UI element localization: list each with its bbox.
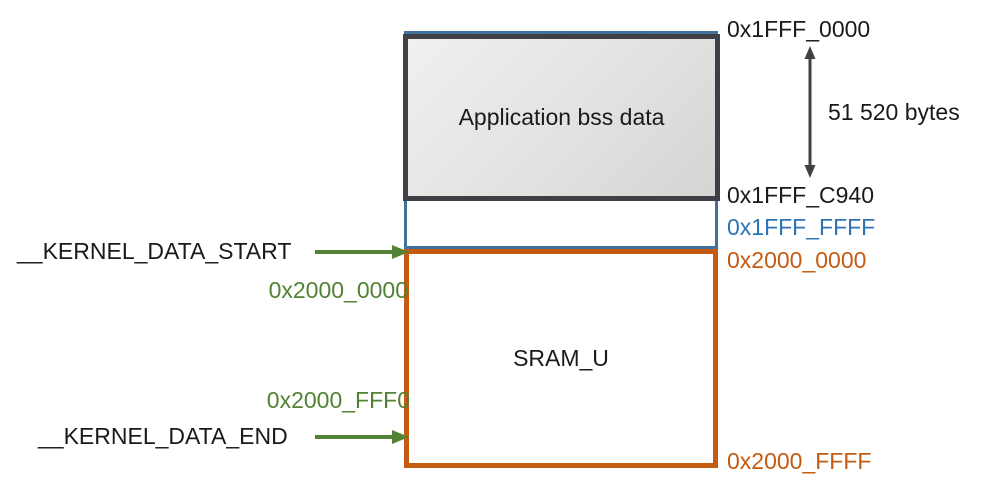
- addr-label-1fff-c940: 0x1FFF_C940: [727, 182, 875, 208]
- kernel-data-end-label: __KERNEL_DATA_END: [38, 423, 288, 449]
- application-bss-label: Application bss data: [458, 104, 665, 130]
- addr-label-1fff-ffff: 0x1FFF_FFFF: [727, 214, 876, 240]
- size-arrow-icon: [804, 46, 816, 178]
- kernel-data-start-label: __KERNEL_DATA_START: [17, 238, 292, 264]
- addr-label-2000-ffff: 0x2000_FFFF: [727, 448, 872, 474]
- kernel-end-addr-label: 0x2000_FFF0: [266, 387, 410, 413]
- kernel-end-arrow-icon: [315, 430, 409, 444]
- addr-label-1fff-0000: 0x1FFF_0000: [727, 16, 871, 42]
- kernel-start-arrow-icon: [315, 245, 409, 259]
- addr-label-2000-0000: 0x2000_0000: [727, 247, 867, 273]
- application-bss-box: Application bss data: [403, 34, 720, 201]
- size-annotation-label: 51 520 bytes: [828, 99, 960, 125]
- sram-u-label: SRAM_U: [513, 345, 609, 371]
- sram-u-box: SRAM_U: [404, 249, 718, 468]
- kernel-start-addr-label: 0x2000_0000: [268, 277, 408, 303]
